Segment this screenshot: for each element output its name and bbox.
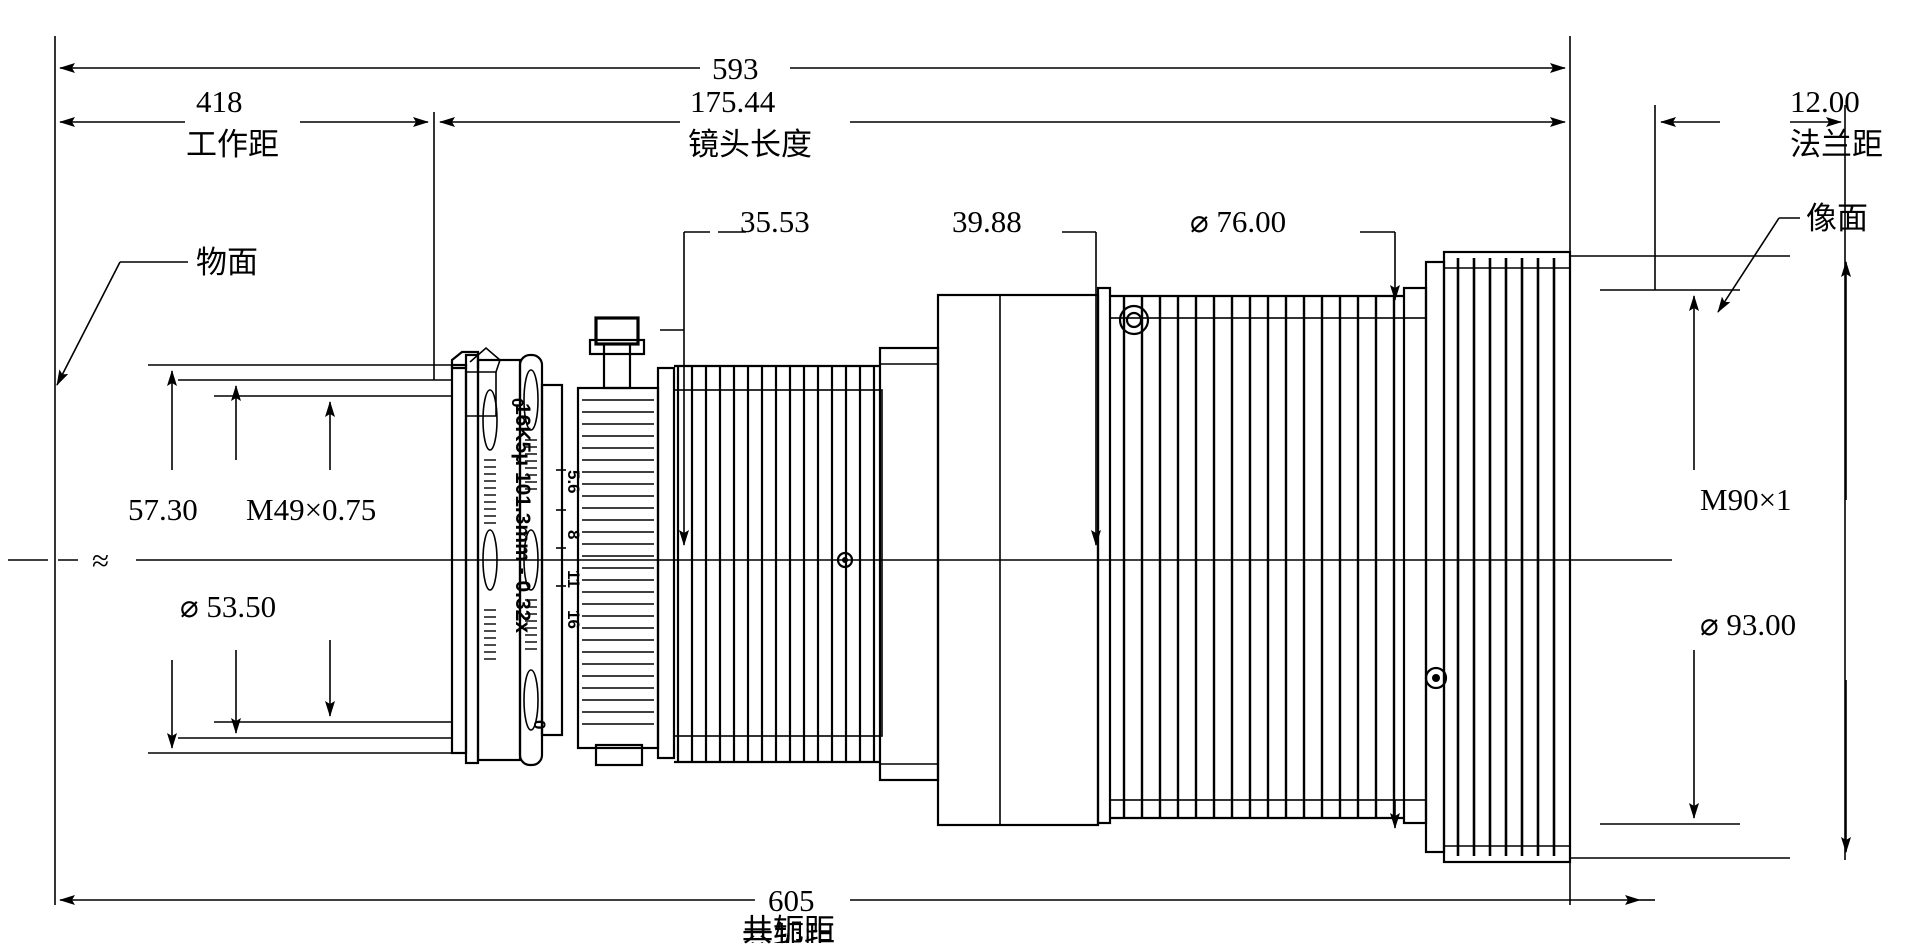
dim-605-label-visible: 共轭距 xyxy=(742,913,835,949)
dim-17544-value: 175.44 xyxy=(690,84,776,119)
lens-engraving-spec: 16K5μ 101.3mm - 0.32x xyxy=(511,403,534,633)
dim-1200-value: 12.00 xyxy=(1790,84,1860,119)
dim-5730-value: 57.30 xyxy=(128,492,198,527)
dim-418-label: 工作距 xyxy=(186,127,279,163)
dim-5350: ⌀ 53.50 xyxy=(180,401,335,717)
dim-conjugate-605: 605 共轭距 xyxy=(59,883,1655,943)
dim-overall-593-value: 593 xyxy=(712,51,759,86)
dim-1200-label: 法兰距 xyxy=(1790,127,1883,163)
dim-m49: M49×0.75 xyxy=(231,385,376,734)
front-hood xyxy=(450,346,501,765)
dim-overall-593: 593 xyxy=(59,51,1566,86)
dim-d9300-value: ⌀ 93.00 xyxy=(1700,607,1796,642)
fin-section-front xyxy=(656,364,883,764)
dim-3553-value: 35.53 xyxy=(740,204,810,239)
right-witness-lines xyxy=(1570,255,1790,859)
callout-object-plane-label: 物面 xyxy=(196,245,258,281)
callout-object-plane: 物面 xyxy=(56,245,258,386)
dim-605-label: 共轭距 xyxy=(742,920,835,943)
lens-assembly-outline xyxy=(450,250,1572,864)
rear-mount-fins xyxy=(1424,250,1572,864)
aperture-mark-1: 8 xyxy=(564,530,583,539)
dim-17544-label: 镜头长度 xyxy=(688,127,812,163)
dim-flange-distance: 12.00 法兰距 xyxy=(1660,84,1883,163)
dim-d7600-value: ⌀ 76.00 xyxy=(1190,204,1286,239)
dim-d7600: ⌀ 76.00 xyxy=(1190,204,1400,829)
dim-m90-value: M90×1 xyxy=(1700,482,1792,517)
extension-lines xyxy=(54,36,1846,905)
dim-working-distance: 418 工作距 xyxy=(59,84,429,163)
callout-image-plane: 像面 xyxy=(1717,201,1868,313)
mid-barrel xyxy=(836,346,940,782)
dim-m49-value: M49×0.75 xyxy=(246,492,376,527)
axis-break-symbol: ≈ xyxy=(92,543,109,578)
left-witness-lines xyxy=(148,364,452,754)
dim-m90: M90×1 xyxy=(1689,295,1792,819)
dim-3553: 35.53 xyxy=(660,204,810,546)
callout-image-plane-label: 像面 xyxy=(1806,201,1868,237)
lens-focus-zero: 0 xyxy=(508,398,527,407)
dim-5730: 57.30 xyxy=(128,370,198,749)
dim-d9300: ⌀ 93.00 xyxy=(1700,261,1851,853)
dim-3988-value: 39.88 xyxy=(952,204,1022,239)
heatsink-fins-main xyxy=(1096,286,1428,825)
dim-5350-value: ⌀ 53.50 xyxy=(180,589,276,624)
focus-ring-zero: 0 xyxy=(530,720,549,729)
dim-lens-length: 175.44 镜头长度 xyxy=(439,84,1566,163)
center-axis: ≈ xyxy=(8,543,1672,578)
aperture-ring xyxy=(540,383,566,737)
thumbscrew-collar xyxy=(576,316,660,767)
aperture-mark-2: 11 xyxy=(564,570,583,588)
dim-605-value: 605 xyxy=(768,883,815,918)
aperture-mark-0: 5.6 xyxy=(564,470,583,494)
dim-3988: 39.88 xyxy=(952,204,1101,546)
aperture-mark-3: 16 xyxy=(564,610,583,629)
lens-engraving-group: 16K5μ 101.3mm - 0.32x 0 5.6 8 11 16 0 xyxy=(508,398,583,729)
dim-418-value: 418 xyxy=(196,84,243,119)
